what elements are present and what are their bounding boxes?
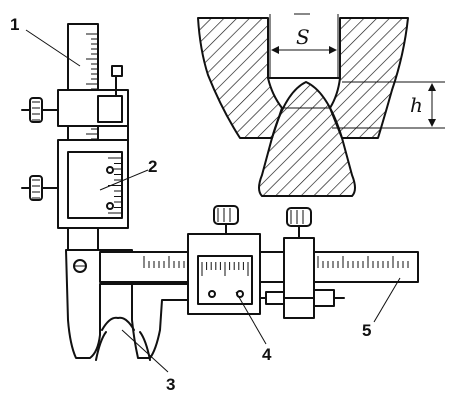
- vernier-clamp-knob: [213, 205, 239, 225]
- upper-rod-cap: [111, 65, 123, 77]
- gear-body-right: [329, 17, 409, 139]
- h-dimension-label: h: [410, 93, 423, 117]
- h-vernier-screw-left: [208, 290, 216, 298]
- horizontal-caliper: [65, 205, 419, 361]
- horizontal-ruler-ticks: [143, 256, 409, 268]
- measured-tooth-root: [95, 331, 151, 361]
- gear-body-left: [197, 17, 283, 139]
- callout-1: 1: [10, 15, 19, 34]
- leader-4: [235, 291, 267, 345]
- upper-clamp-block: [97, 95, 123, 123]
- vertical-vernier-ticks: [108, 157, 122, 214]
- gear-tooth: [258, 81, 356, 197]
- tooth-section-inset: S h: [197, 13, 445, 197]
- fine-adjust-end-nut: [313, 289, 335, 307]
- fine-clamp-knob: [286, 207, 312, 227]
- leader-5: [373, 277, 401, 323]
- vernier-screw-top: [106, 166, 114, 174]
- upper-clamp-screw-knob: [29, 97, 43, 123]
- callout-3: 3: [166, 375, 175, 394]
- lower-clamp-screw-knob: [29, 175, 43, 201]
- leader-lines: [25, 29, 401, 373]
- vertical-caliper: [21, 23, 129, 275]
- measured-tooth-outline: [101, 316, 135, 331]
- callout-5: 5: [362, 321, 371, 340]
- callout-2: 2: [148, 157, 157, 176]
- horizontal-vernier-ticks: [201, 262, 249, 276]
- callout-4: 4: [262, 345, 272, 364]
- leader-2: [99, 169, 149, 191]
- leader-1: [25, 29, 81, 67]
- fine-adjust-clamp: [283, 237, 315, 319]
- leader-3: [121, 329, 169, 373]
- fine-adjust-nut: [265, 291, 285, 305]
- s-dimension-label: S: [296, 25, 310, 49]
- vernier-screw-bottom: [106, 202, 114, 210]
